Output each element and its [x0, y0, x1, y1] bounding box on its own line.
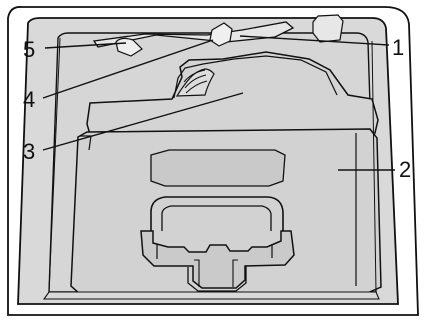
callout-4: 4	[23, 87, 35, 112]
bottom-shelf	[44, 292, 379, 299]
front-upper-panel	[151, 150, 285, 186]
callout-2: 2	[399, 157, 411, 182]
callout-3: 3	[23, 139, 35, 164]
callout-1: 1	[392, 35, 404, 60]
callout-5: 5	[23, 37, 35, 62]
upper-right-fitting	[313, 15, 343, 42]
